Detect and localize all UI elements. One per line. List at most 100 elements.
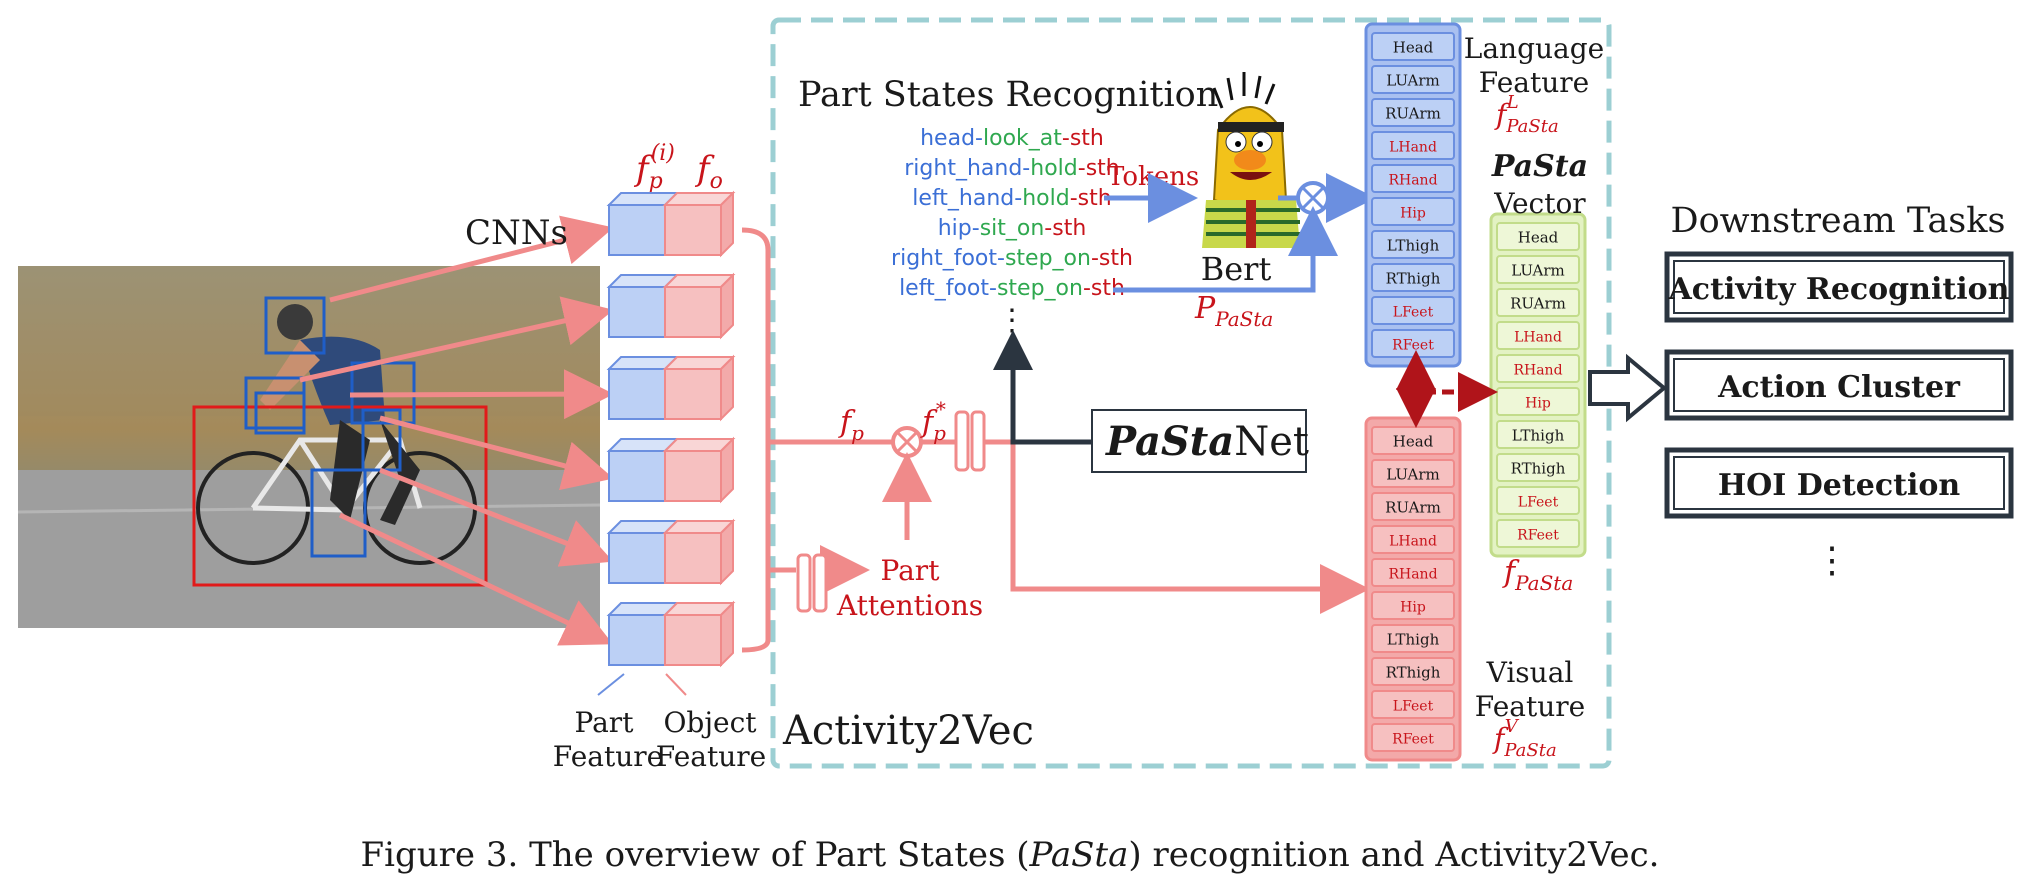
part-cell-label: LThigh <box>1387 237 1440 255</box>
part-cell <box>1371 624 1455 653</box>
pastanet-label: PaStaNet <box>1105 418 1309 465</box>
part-cell <box>1496 420 1580 449</box>
object-feature-cube <box>664 286 722 338</box>
part-cell-label: LUArm <box>1386 72 1440 90</box>
part-state-4: right_foot-step_on-sth <box>891 246 1133 271</box>
part-cell <box>1371 197 1455 226</box>
fc-block-main <box>954 410 986 472</box>
part-cell <box>1371 98 1455 127</box>
part-feature-leader <box>597 673 625 696</box>
visual-feature-column: HeadLUArmRUArmLHandRHandHipLThighRThighL… <box>1364 416 1462 762</box>
part-feature-cube <box>608 286 666 338</box>
pasta-vector-column: HeadLUArmRUArmLHandRHandHipLThighRThighL… <box>1489 212 1587 558</box>
object-feature-cube <box>664 614 722 666</box>
downstream-title: Downstream Tasks <box>1671 201 2006 241</box>
feature-cube-pair <box>606 436 736 504</box>
part-cell-label: LThigh <box>1387 631 1440 649</box>
part-feature-cube <box>608 532 666 584</box>
part-cell <box>1496 354 1580 383</box>
feature-cube-pair <box>606 272 736 340</box>
part-cell-label: RThigh <box>1511 460 1566 478</box>
part-cell <box>1496 321 1580 350</box>
part-state-0: head-look_at-sth <box>920 126 1104 151</box>
cnn-arrow <box>338 512 614 646</box>
part-cell-label: RHand <box>1388 567 1437 583</box>
part-cell <box>1371 558 1455 587</box>
part-cell <box>1496 453 1580 482</box>
part-cell <box>1371 65 1455 94</box>
cnn-arrow <box>349 369 614 420</box>
part-state-3: hip-sit_on-sth <box>938 216 1087 241</box>
part-cell <box>1371 525 1455 554</box>
figure-caption: Figure 3. The overview of Part States (P… <box>361 835 1660 875</box>
bert-icon <box>1202 72 1300 248</box>
part-feature-cube <box>608 450 666 502</box>
pink-flow <box>741 227 893 653</box>
part-attentions-1: Part <box>881 554 941 587</box>
part-cell-label: RUArm <box>1385 105 1441 123</box>
part-cell <box>1371 492 1455 521</box>
part-cell-label: RFeet <box>1517 528 1559 544</box>
part-cell-label: LFeet <box>1393 305 1434 321</box>
downstream-arrow <box>1588 353 1668 423</box>
task-box-1: Action Cluster <box>1664 349 2014 421</box>
part-cell <box>1496 288 1580 317</box>
p-pasta-arrow <box>1113 206 1338 293</box>
svg-text:fo: fo <box>694 149 723 194</box>
task-label-2: HOI Detection <box>1718 468 1961 503</box>
part-cell <box>1371 131 1455 160</box>
feature-cube-pair <box>606 518 736 586</box>
tokens-label: Tokens <box>1107 162 1199 192</box>
object-feature-label-1: Object <box>663 706 757 739</box>
object-feature-cube <box>664 532 722 584</box>
task-label-1: Action Cluster <box>1717 370 1961 405</box>
part-cell <box>1371 690 1455 719</box>
part-cell <box>1371 164 1455 193</box>
part-feature-label-2: Feature <box>553 740 663 773</box>
visual-feature-label-2: Feature <box>1475 690 1585 723</box>
part-cell <box>1496 255 1580 284</box>
part-feature-cube <box>608 368 666 420</box>
part-cell-label: Head <box>1393 39 1434 57</box>
pasta-vector-italic: PaSta <box>1491 149 1588 184</box>
fpstar-label: fp* <box>920 397 946 445</box>
language-feature-label-1: Language <box>1464 32 1604 65</box>
part-cell <box>1371 723 1455 752</box>
part-cell-label: RThigh <box>1386 270 1441 288</box>
part-cell-label: RHand <box>1513 363 1562 379</box>
fp-sub: p <box>649 169 663 194</box>
feature-cube-pair <box>606 354 736 422</box>
cnn-arrows <box>299 215 614 646</box>
cnn-arrow <box>299 296 614 383</box>
part-cell-label: Head <box>1518 229 1559 247</box>
feature-cube-pair <box>606 600 736 668</box>
object-feature-cube <box>664 450 722 502</box>
fp-sup: (i) <box>651 141 675 166</box>
cnn-arrow <box>379 467 614 567</box>
part-state-5: left_foot-step_on-sth <box>899 276 1125 301</box>
object-feature-label-2: Feature <box>656 740 766 773</box>
task-box-2: HOI Detection <box>1664 447 2014 519</box>
part-cell-label: Hip <box>1400 600 1426 616</box>
part-cell-label: Hip <box>1400 206 1426 222</box>
part-cell-label: RThigh <box>1386 664 1441 682</box>
feature-cube-pair <box>606 190 736 258</box>
part-state-1: right_hand-hold-sth <box>904 156 1119 181</box>
object-feature-leader <box>665 673 687 696</box>
part-cell <box>1371 296 1455 325</box>
part-cell-label: RFeet <box>1392 338 1434 354</box>
pasta-vector-label: Vector <box>1493 187 1586 220</box>
language-feature-label-2: Feature <box>1479 66 1589 99</box>
part-cell <box>1371 657 1455 686</box>
part-states-list: head-look_at-sth right_hand-hold-sth left_… <box>891 126 1133 301</box>
part-cell-label: RHand <box>1388 173 1437 189</box>
object-feature-cube <box>664 368 722 420</box>
fc-block-attention <box>796 553 828 613</box>
feature-cubes <box>606 190 736 668</box>
visual-feature-label-1: Visual <box>1486 656 1574 689</box>
fo-sub: o <box>710 169 723 194</box>
cnn-arrow <box>379 415 614 491</box>
part-cell-label: LHand <box>1389 534 1437 550</box>
bert-label: Bert <box>1201 250 1272 288</box>
